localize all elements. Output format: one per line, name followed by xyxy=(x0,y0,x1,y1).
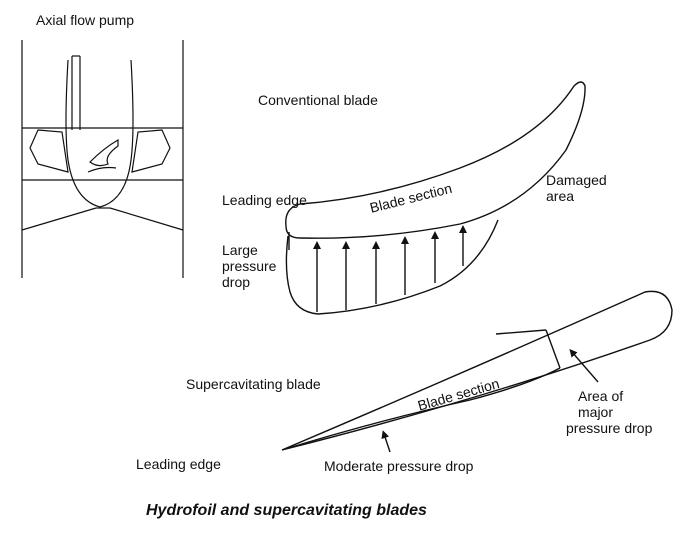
conventional-blade-drawing xyxy=(285,81,586,315)
large-pressure-drop-label-line3: drop xyxy=(222,274,251,290)
area-major-pressure-drop-label-line2: major xyxy=(578,404,614,420)
large-pressure-drop-label-line1: Large xyxy=(222,242,258,258)
large-pressure-drop-label-line2: pressure xyxy=(222,258,277,274)
damaged-area-label-line2: area xyxy=(546,188,575,204)
axial-flow-pump-label: Axial flow pump xyxy=(36,12,135,28)
area-major-pressure-drop-label-line1: Area of xyxy=(578,388,624,404)
figure-caption: Hydrofoil and supercavitating blades xyxy=(146,502,427,519)
axial-flow-pump-drawing xyxy=(21,40,184,278)
conventional-blade-label: Conventional blade xyxy=(258,92,378,108)
damaged-area-label-line1: Damaged xyxy=(546,172,607,188)
moderate-pressure-drop-label: Moderate pressure drop xyxy=(324,458,474,474)
supercavitating-blade-label: Supercavitating blade xyxy=(186,376,321,392)
leading-edge-bottom-label: Leading edge xyxy=(136,456,221,472)
area-major-pressure-drop-label-line3: pressure drop xyxy=(566,420,653,436)
leading-edge-top-label: Leading edge xyxy=(222,192,307,208)
supercavitating-blade-drawing xyxy=(281,290,673,453)
